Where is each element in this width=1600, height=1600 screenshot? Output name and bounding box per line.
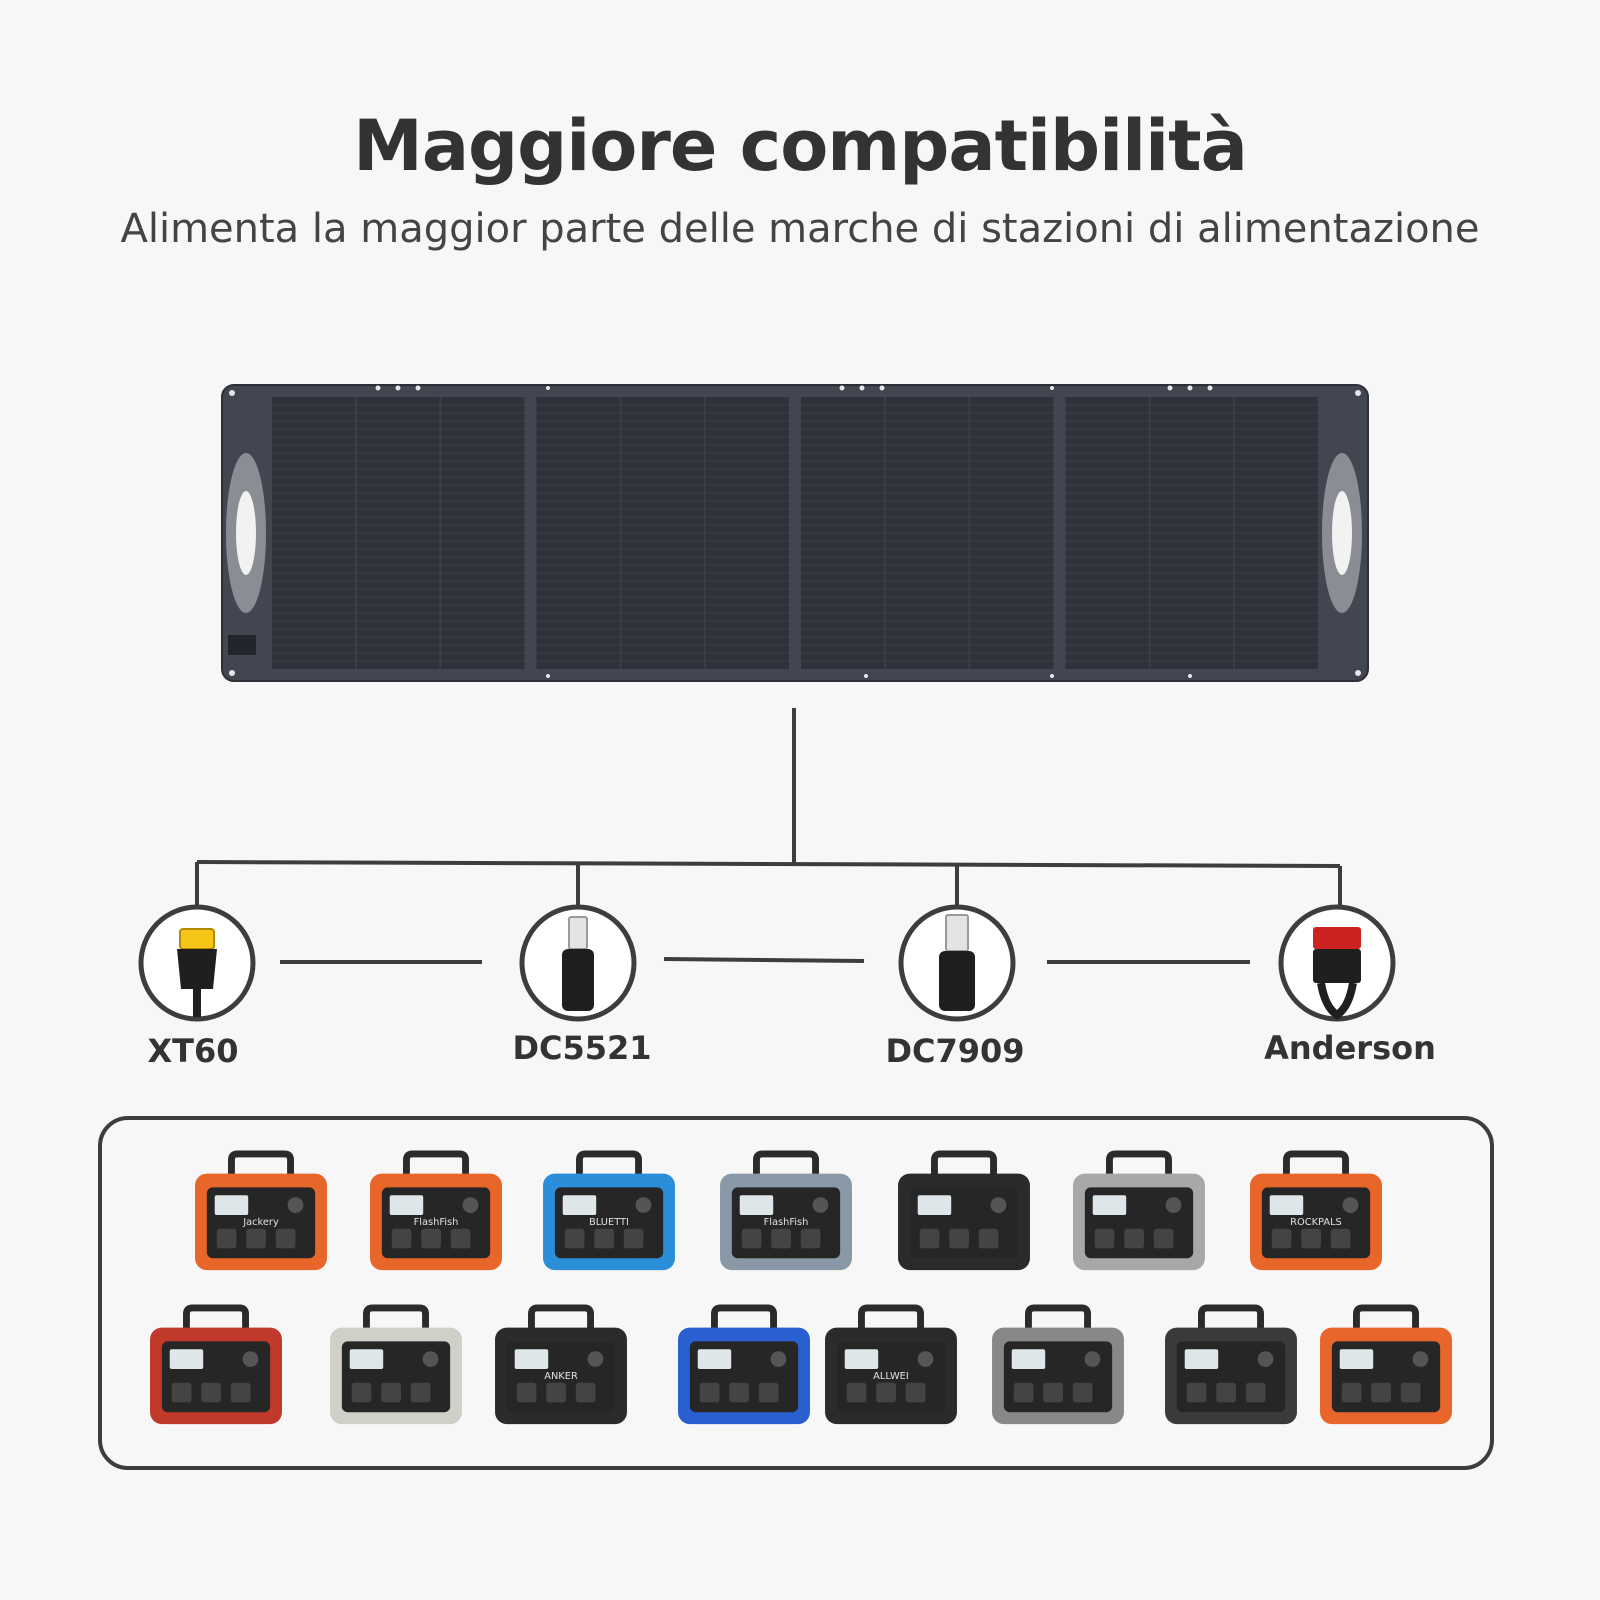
connector-label-anderson: Anderson	[1264, 1029, 1436, 1067]
device-brand-label: ALLWEI	[873, 1371, 909, 1382]
power-station-icon: BLUETTI	[543, 1150, 675, 1271]
dc7909-connector-icon	[898, 904, 1016, 1022]
power-station-icon	[678, 1304, 810, 1425]
power-station-icon	[330, 1304, 462, 1425]
power-station-icon	[898, 1150, 1030, 1271]
compatible-devices-box	[98, 1116, 1494, 1470]
power-station-icon	[1073, 1150, 1205, 1271]
device-brand-label: FlashFish	[764, 1217, 809, 1228]
connector-label-xt60: XT60	[147, 1032, 239, 1070]
power-station-icon: Jackery	[195, 1150, 327, 1271]
device-brand-label: BLUETTI	[589, 1217, 629, 1228]
device-brand-label: ROCKPALS	[1290, 1217, 1342, 1228]
device-brand-label: ANKER	[544, 1371, 578, 1382]
power-station-icon: FlashFish	[720, 1150, 852, 1271]
connector-label-dc5521: DC5521	[512, 1029, 652, 1067]
power-station-icon	[1320, 1304, 1452, 1425]
power-station-icon: ROCKPALS	[1250, 1150, 1382, 1271]
page-title: Maggiore compatibilità	[353, 105, 1248, 187]
power-station-icon	[150, 1304, 282, 1425]
connector-label-dc7909: DC7909	[885, 1032, 1025, 1070]
power-station-icon: ALLWEI	[825, 1304, 957, 1425]
xt60-connector-icon	[138, 904, 256, 1022]
device-brand-label: FlashFish	[414, 1217, 459, 1228]
device-brand-label: Jackery	[242, 1217, 279, 1228]
anderson-connector-icon	[1278, 904, 1396, 1022]
page-subtitle: Alimenta la maggior parte delle marche d…	[120, 206, 1480, 252]
solar-panel-icon	[221, 384, 1369, 682]
dc5521-connector-icon	[519, 904, 637, 1022]
power-station-icon	[992, 1304, 1124, 1425]
power-station-icon: ANKER	[495, 1304, 627, 1425]
power-station-icon	[1165, 1304, 1297, 1425]
power-station-icon: FlashFish	[370, 1150, 502, 1271]
